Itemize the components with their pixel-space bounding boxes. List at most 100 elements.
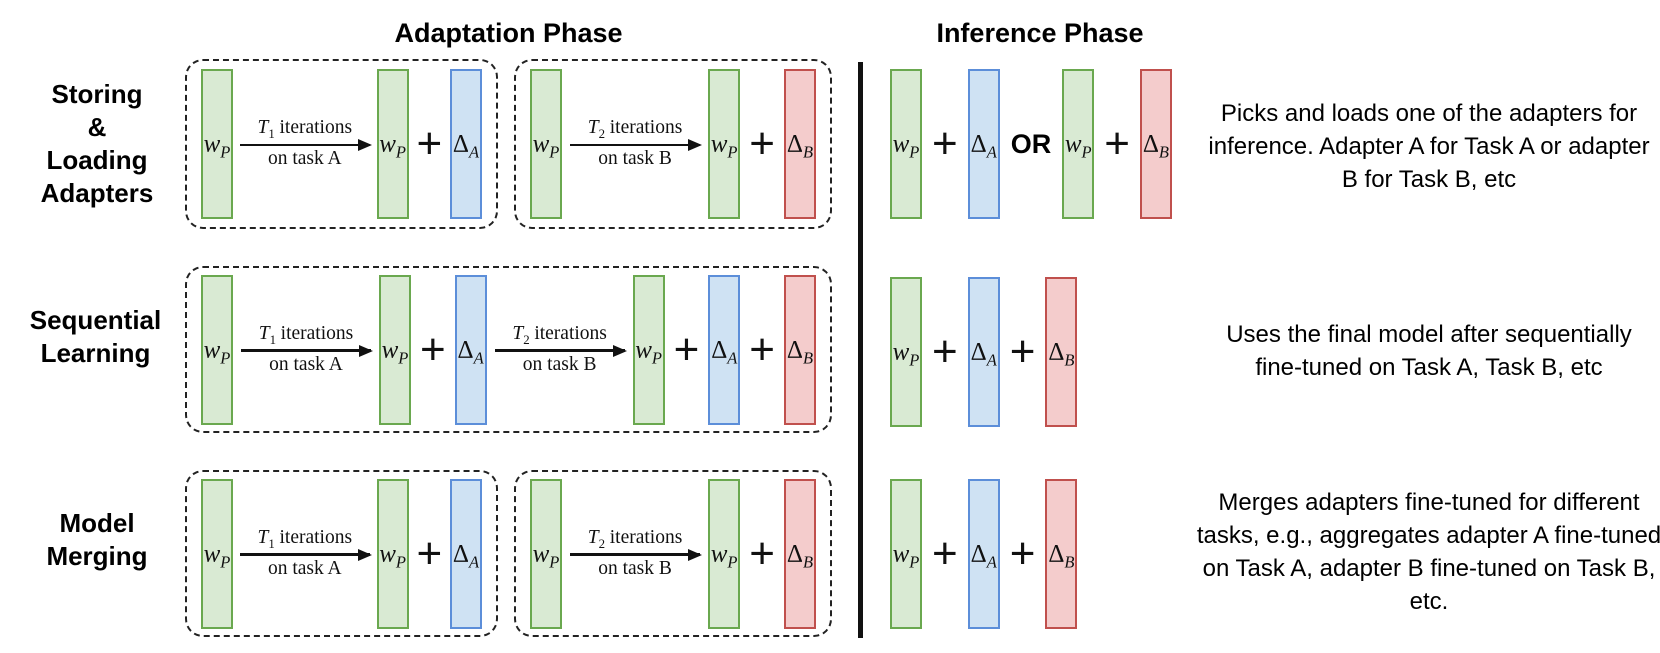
plus-operator: + xyxy=(932,119,958,168)
arrow-bottom-label: on task A xyxy=(267,148,342,170)
adapter-a-bar: ΔA xyxy=(967,69,1000,219)
adapter-b-bar: ΔB xyxy=(1139,69,1172,219)
arrow-shaft xyxy=(239,139,372,151)
arrow-shaft xyxy=(570,139,703,151)
wp-label: wP xyxy=(532,540,560,571)
delta-b-label: ΔB xyxy=(1048,338,1075,370)
inference-row3-strip: wP + ΔA + ΔB xyxy=(890,479,1078,629)
inference-phase-title: Inference Phase xyxy=(936,18,1144,48)
row-label-sequential-learning: Sequential Learning xyxy=(29,305,162,369)
arrow-bottom-label: on task B xyxy=(522,353,597,375)
inference-row2-strip: wP + ΔA + ΔB xyxy=(890,277,1078,427)
delta-a-label: ΔA xyxy=(711,336,738,367)
adapter-a-bar: ΔA xyxy=(449,69,482,219)
plus-operator: + xyxy=(1009,529,1036,578)
adapter-b-bar: ΔB xyxy=(783,274,816,425)
delta-a-label: ΔA xyxy=(457,336,484,367)
inference-row1-strip: wP + ΔA OR wP + ΔB xyxy=(890,69,1172,219)
arrow-bottom-label: on task B xyxy=(598,557,672,579)
delta-a-label: ΔA xyxy=(970,130,997,162)
plus-operator: + xyxy=(749,324,775,374)
arrow-shaft xyxy=(240,344,373,357)
arrow-shaft xyxy=(494,344,627,357)
delta-b-label: ΔB xyxy=(786,130,814,162)
pretrained-bar: wP xyxy=(708,478,741,629)
wp-label: wP xyxy=(710,540,738,571)
wp-label: wP xyxy=(892,540,920,572)
pretrained-bar: wP xyxy=(890,69,922,219)
plus-operator: + xyxy=(932,529,958,578)
adapter-b-bar: ΔB xyxy=(783,478,816,629)
wp-label: wP xyxy=(710,130,738,162)
pretrained-bar: wP xyxy=(530,69,562,219)
arrow-shaft xyxy=(239,548,372,561)
delta-b-label: ΔB xyxy=(786,540,814,571)
wp-label: wP xyxy=(203,540,231,571)
arrow-head-icon xyxy=(688,139,703,151)
adapter-a-bar: ΔA xyxy=(967,479,1000,629)
plus-operator: + xyxy=(416,528,443,578)
adapter-a-bar: ΔA xyxy=(967,277,1000,427)
adapter-a-bar: ΔA xyxy=(454,274,487,425)
wp-label: wP xyxy=(892,338,920,370)
description-model-merging: Merges adapters fine-tuned for different… xyxy=(1196,489,1660,616)
arrow-head-icon xyxy=(612,344,627,357)
pretrained-bar: wP xyxy=(890,277,922,427)
description-sequential-learning: Uses the final model after sequentially … xyxy=(1226,321,1632,382)
arrow-head-icon xyxy=(357,139,372,151)
pretrained-bar: wP xyxy=(376,478,409,629)
delta-a-label: ΔA xyxy=(452,540,480,571)
delta-b-label: ΔB xyxy=(786,336,814,367)
wp-label: wP xyxy=(892,130,920,162)
arrow-head-icon xyxy=(358,344,373,357)
pretrained-bar: wP xyxy=(632,274,665,425)
or-operator: OR xyxy=(1010,128,1052,159)
arrow-head-icon xyxy=(688,548,703,561)
pretrained-bar: wP xyxy=(201,69,233,219)
adapter-a-bar: ΔA xyxy=(449,478,482,629)
plus-operator: + xyxy=(932,327,958,376)
adaptation-phase-title: Adaptation Phase xyxy=(394,18,623,48)
arrow-head-icon xyxy=(357,548,372,561)
adapter-b-bar: ΔB xyxy=(783,69,816,219)
arrow-bottom-label: on task B xyxy=(598,148,672,170)
arrow-bottom-label: on task A xyxy=(267,557,342,579)
wp-label: wP xyxy=(635,336,662,367)
arrow-shaft xyxy=(570,548,703,561)
adapter-b-bar: ΔB xyxy=(1045,277,1078,427)
plus-operator: + xyxy=(416,119,443,168)
pretrained-bar: wP xyxy=(378,274,411,425)
plus-operator: + xyxy=(673,324,700,374)
wp-label: wP xyxy=(381,336,409,367)
delta-a-label: ΔA xyxy=(970,338,997,370)
phase-divider-line xyxy=(858,62,863,638)
pretrained-bar: wP xyxy=(1062,69,1095,219)
row-label-model-merging: Model Merging xyxy=(46,508,148,572)
pretrained-bar: wP xyxy=(708,69,741,219)
delta-b-label: ΔB xyxy=(1048,540,1075,572)
plus-operator: + xyxy=(1104,119,1130,168)
pretrained-bar: wP xyxy=(201,274,233,425)
pretrained-bar: wP xyxy=(376,69,409,219)
plus-operator: + xyxy=(1009,327,1036,376)
wp-label: wP xyxy=(203,130,231,162)
delta-a-label: ΔA xyxy=(970,540,997,572)
delta-b-label: ΔB xyxy=(1142,130,1169,162)
pretrained-bar: wP xyxy=(201,478,233,629)
